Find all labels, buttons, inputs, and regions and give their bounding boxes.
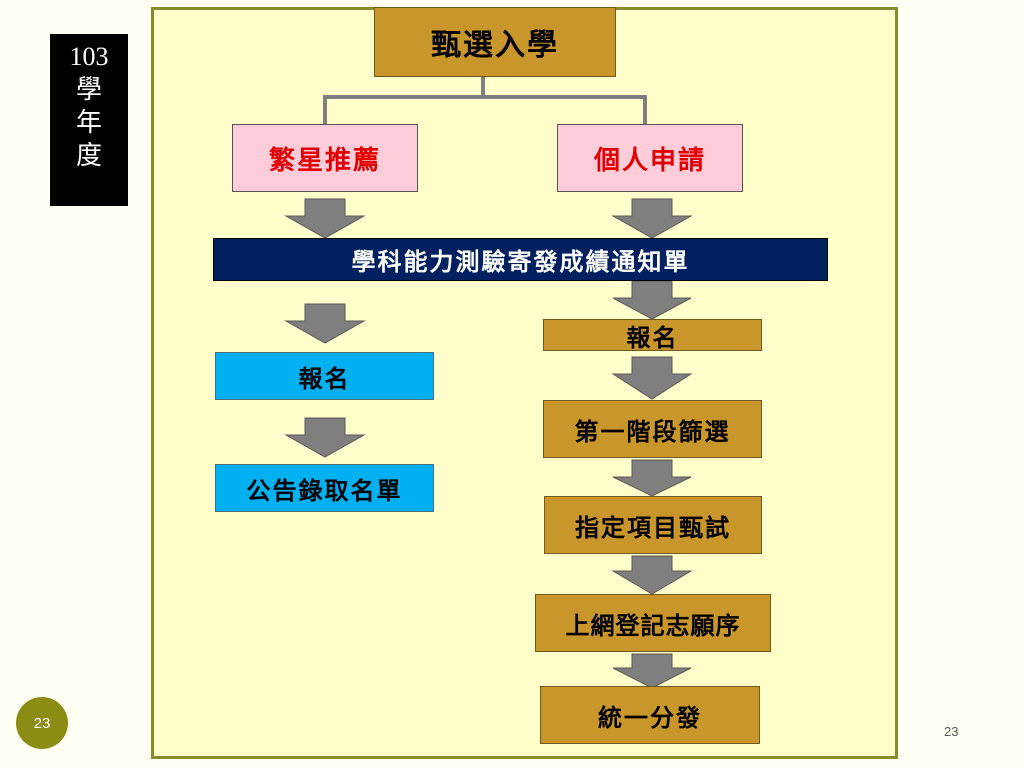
page-number: 23	[944, 724, 959, 739]
year-char-1: 學	[75, 75, 102, 104]
branch-personal-application: 個人申請	[557, 124, 743, 192]
year-char-3: 度	[75, 141, 102, 170]
year-label: 103 學 年 度	[50, 34, 128, 206]
right-step-register: 報名	[543, 319, 762, 352]
branch-star-recommendation: 繁星推薦	[232, 124, 418, 192]
right-step-first-screening: 第一階段篩選	[543, 400, 762, 458]
root-node: 甄選入學	[374, 7, 616, 77]
left-step-admission-list: 公告錄取名單	[215, 464, 434, 512]
year-number: 103	[69, 42, 109, 71]
slide-number-badge: 23	[16, 697, 68, 749]
right-step-unified-allocation: 統一分發	[540, 686, 760, 744]
right-step-online-preference: 上網登記志願序	[535, 594, 771, 652]
right-step-interview: 指定項目甄試	[544, 496, 762, 554]
year-char-2: 年	[75, 108, 102, 137]
score-notice-banner: 學科能力測驗寄發成績通知單	[213, 238, 828, 281]
left-step-register: 報名	[215, 352, 434, 400]
